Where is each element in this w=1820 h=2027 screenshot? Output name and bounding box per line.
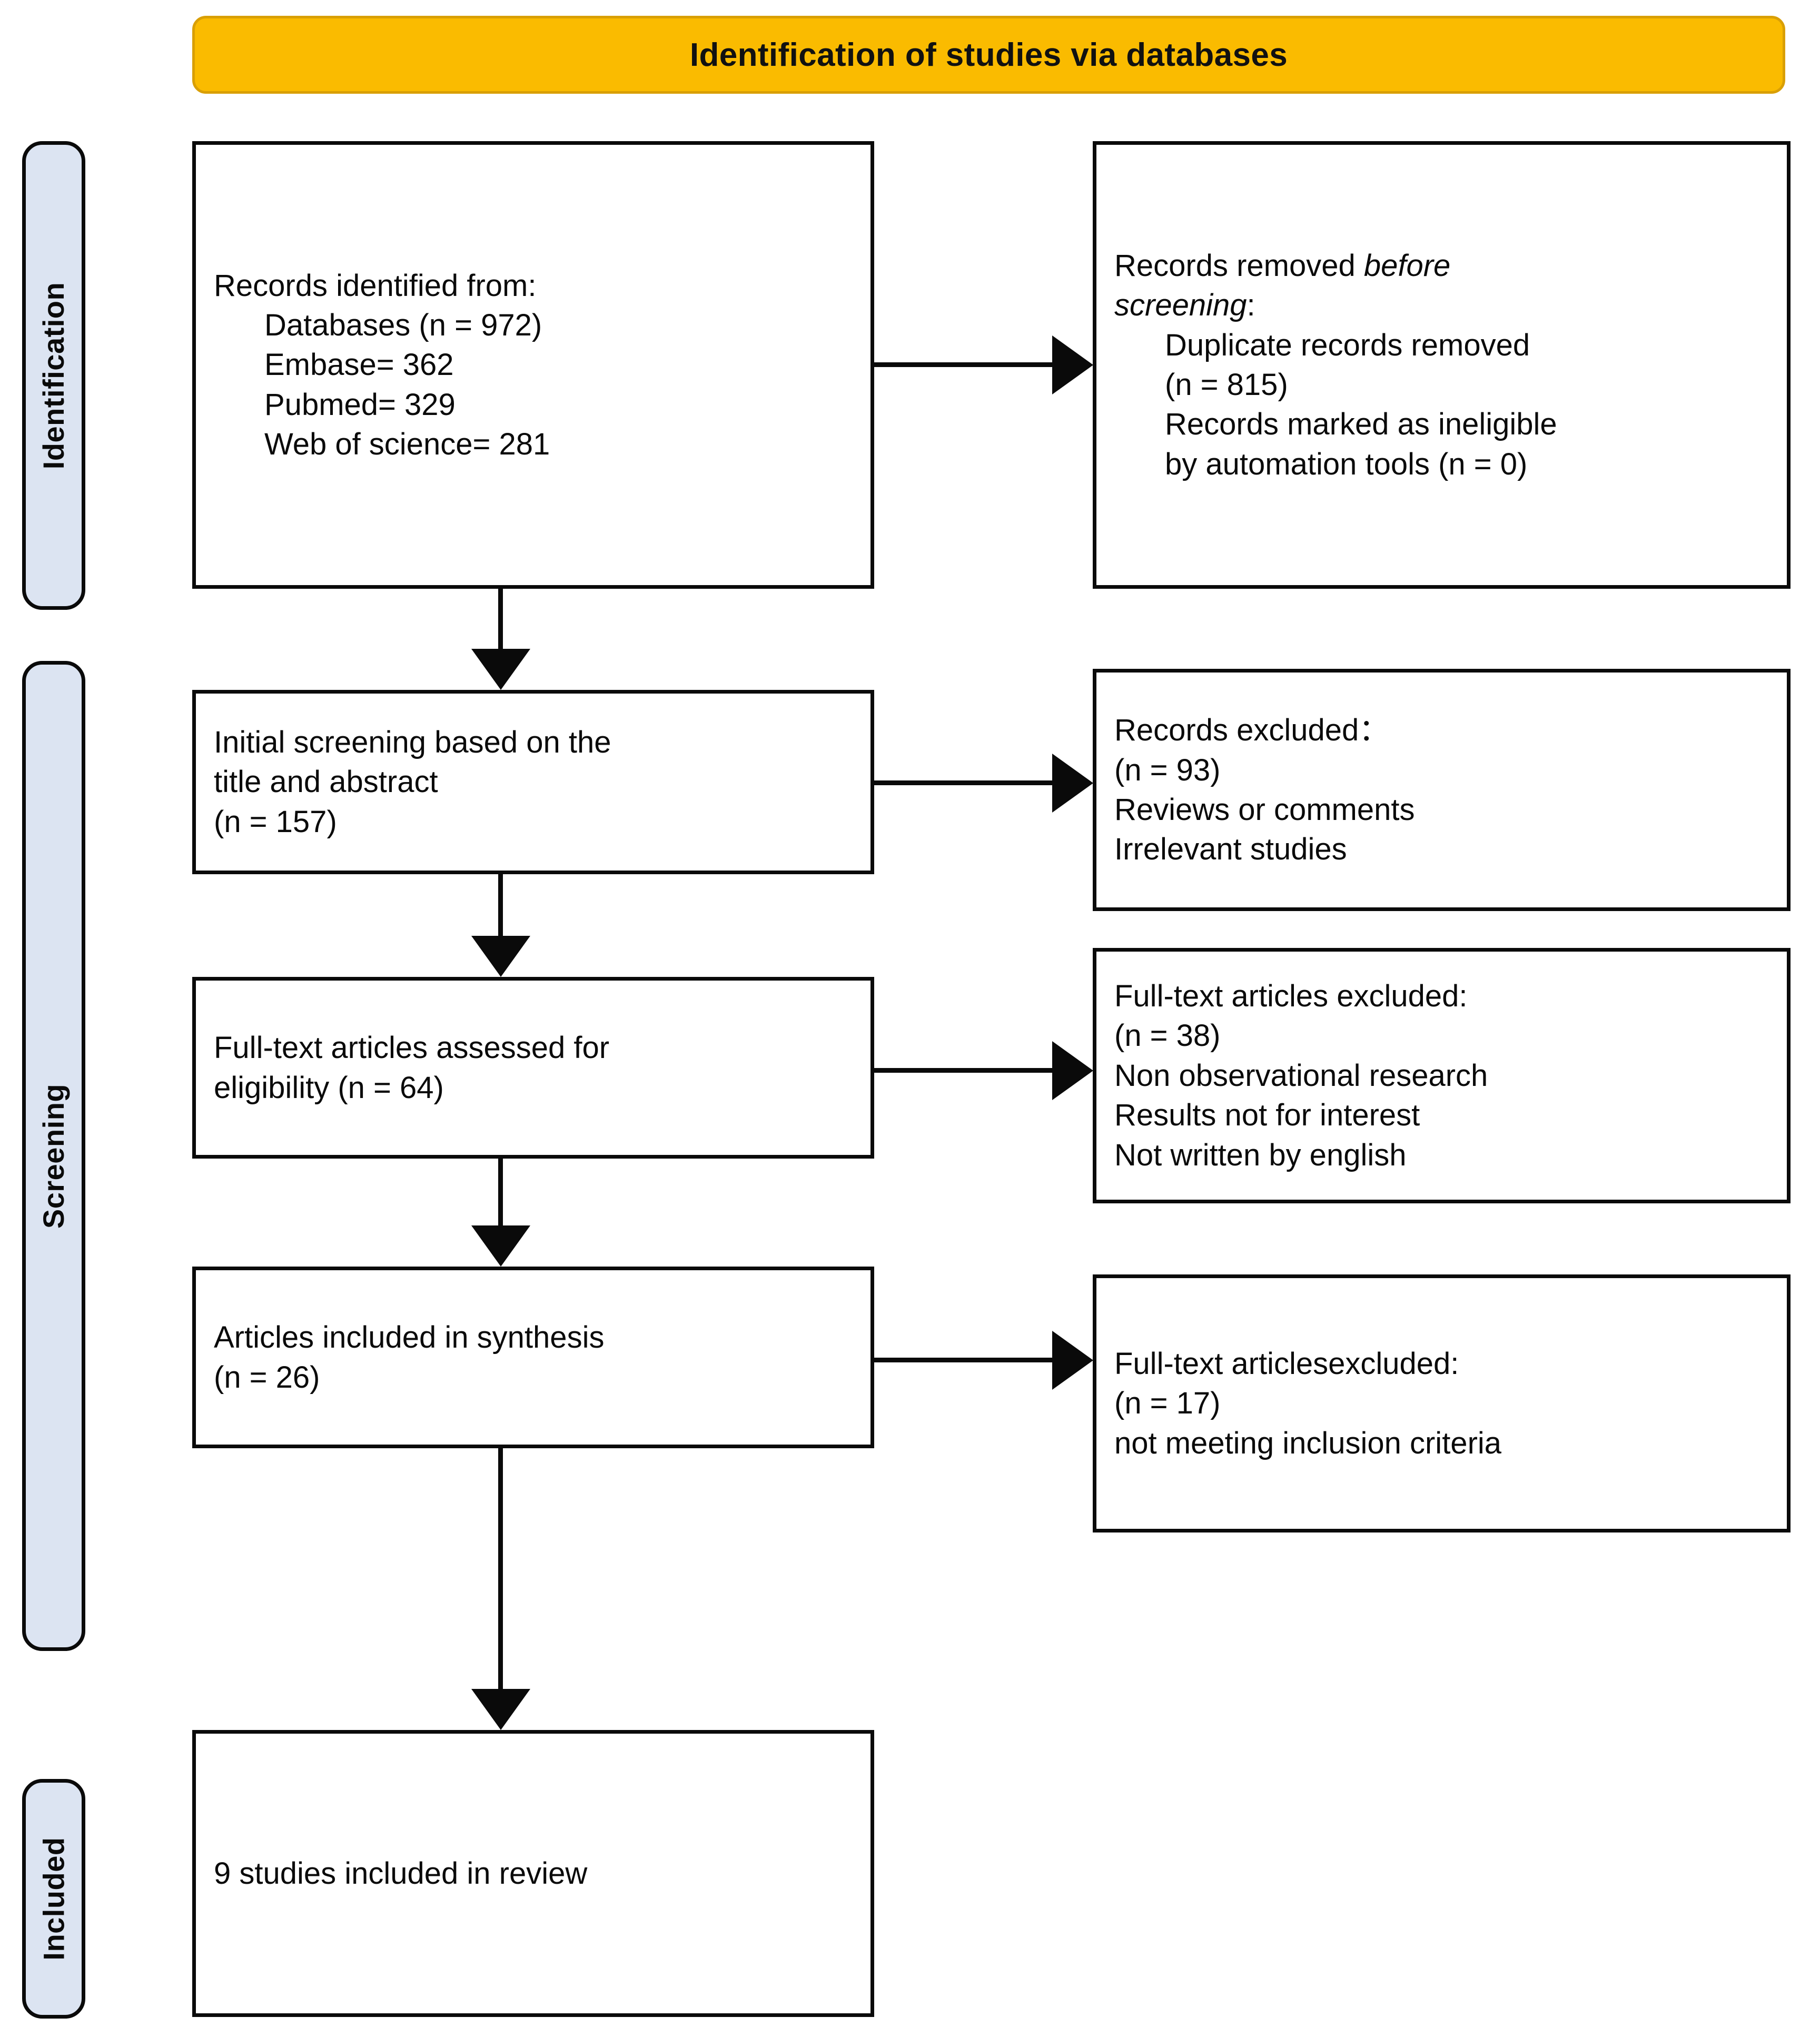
- connector-synthesis-to-review: [498, 1448, 503, 1689]
- line-records-removed-1: Records removed before: [1114, 246, 1769, 285]
- line-irrelevant-studies: Irrelevant studies: [1114, 832, 1347, 867]
- line-records-excluded-count: (n = 93): [1114, 753, 1221, 787]
- connector-synthesis-to-excluded-17: [874, 1358, 1053, 1362]
- arrowhead-right-icon-3: [1052, 1041, 1093, 1100]
- connector-identified-to-removed: [874, 362, 1053, 367]
- box-records-excluded: Records excluded： (n = 93) Reviews or co…: [1093, 669, 1791, 911]
- records-removed-colon: :: [1247, 288, 1255, 323]
- box-included-in-synthesis-text: Articles included in synthesis (n = 26): [196, 1318, 871, 1397]
- line-initial-screening-2: title and abstract: [214, 765, 438, 799]
- box-initial-screening: Initial screening based on the title and…: [192, 690, 874, 874]
- line-duplicate-records-removed: Duplicate records removed: [1165, 328, 1530, 362]
- line-initial-screening-count: (n = 157): [214, 804, 337, 839]
- connector-screening-to-excluded: [874, 780, 1053, 785]
- line-records-removed-2: screening:: [1114, 285, 1769, 325]
- box-included-in-synthesis: Articles included in synthesis (n = 26): [192, 1267, 874, 1448]
- stage-label-screening: Screening: [37, 1083, 71, 1229]
- box-fulltext-assessed: Full-text articles assessed for eligibil…: [192, 977, 874, 1159]
- line-not-written-by-english: Not written by english: [1114, 1138, 1407, 1172]
- connector-identified-to-screening: [498, 589, 503, 652]
- diagram-header-banner: Identification of studies via databases: [192, 16, 1785, 94]
- stage-pill-identification: Identification: [22, 141, 85, 610]
- line-databases-total: Databases (n = 972): [264, 308, 542, 342]
- line-records-identified-from: Records identified from:: [214, 268, 537, 303]
- records-removed-prefix: Records removed: [1114, 248, 1364, 283]
- line-ineligible-automation-1: Records marked as ineligible: [1165, 407, 1557, 442]
- line-ineligible-automation-2: by automation tools (n = 0): [1165, 447, 1528, 481]
- arrowhead-down-icon-2: [471, 936, 530, 977]
- line-studies-in-review: 9 studies included in review: [214, 1856, 588, 1891]
- box-fulltext-excluded-1-text: Full-text articles excluded: (n = 38) No…: [1096, 976, 1787, 1175]
- line-initial-screening-1: Initial screening based on the: [214, 725, 611, 759]
- box-records-removed-before-screening: Records removed before screening: Duplic…: [1093, 141, 1791, 589]
- arrowhead-right-icon-1: [1052, 335, 1093, 394]
- line-fulltext-excluded-2-count: (n = 17): [1114, 1386, 1221, 1421]
- box-records-removed-text: Records removed before screening: Duplic…: [1096, 246, 1787, 484]
- line-fulltext-assessed-2: eligibility (n = 64): [214, 1070, 444, 1105]
- line-embase: Embase= 362: [264, 348, 454, 382]
- box-records-identified-text: Records identified from: Databases (n = …: [196, 266, 871, 464]
- line-fulltext-excluded-1-header: Full-text articles excluded:: [1114, 979, 1468, 1014]
- arrowhead-down-icon-1: [471, 649, 530, 690]
- box-fulltext-excluded-2-text: Full-text articlesexcluded: (n = 17) not…: [1096, 1344, 1787, 1463]
- line-included-synthesis-count: (n = 26): [214, 1360, 320, 1395]
- arrowhead-down-icon-3: [471, 1225, 530, 1267]
- box-studies-included-in-review-text: 9 studies included in review: [196, 1854, 871, 1893]
- stage-label-identification: Identification: [37, 282, 71, 469]
- stage-pill-screening: Screening: [22, 661, 85, 1651]
- box-fulltext-articles-excluded-17: Full-text articlesexcluded: (n = 17) not…: [1093, 1274, 1791, 1532]
- connector-fulltext-to-excluded-38: [874, 1068, 1053, 1073]
- line-results-not-for-interest: Results not for interest: [1114, 1098, 1420, 1133]
- box-fulltext-assessed-text: Full-text articles assessed for eligibil…: [196, 1028, 871, 1108]
- connector-fulltext-to-synthesis: [498, 1159, 503, 1226]
- stage-pill-included: Included: [22, 1779, 85, 2019]
- line-records-excluded-header: Records excluded：: [1114, 713, 1390, 748]
- records-removed-italic-screening: screening: [1114, 288, 1247, 323]
- line-fulltext-excluded-2-header: Full-text articlesexcluded:: [1114, 1346, 1459, 1381]
- line-pubmed: Pubmed= 329: [264, 387, 456, 422]
- box-initial-screening-text: Initial screening based on the title and…: [196, 723, 871, 842]
- line-fulltext-excluded-1-count: (n = 38): [1114, 1019, 1221, 1053]
- line-reviews-or-comments: Reviews or comments: [1114, 793, 1415, 827]
- line-duplicate-count: (n = 815): [1165, 368, 1288, 402]
- box-studies-included-in-review: 9 studies included in review: [192, 1730, 874, 2017]
- box-records-identified: Records identified from: Databases (n = …: [192, 141, 874, 589]
- arrowhead-down-icon-4: [471, 1689, 530, 1730]
- line-not-meeting-inclusion-criteria: not meeting inclusion criteria: [1114, 1426, 1502, 1460]
- line-included-synthesis-1: Articles included in synthesis: [214, 1320, 605, 1355]
- records-removed-italic-before: before: [1363, 248, 1451, 283]
- line-web-of-science: Web of science= 281: [264, 427, 550, 462]
- diagram-title: Identification of studies via databases: [689, 36, 1288, 73]
- box-records-excluded-text: Records excluded： (n = 93) Reviews or co…: [1096, 710, 1787, 869]
- arrowhead-right-icon-4: [1052, 1331, 1093, 1390]
- arrowhead-right-icon-2: [1052, 754, 1093, 813]
- line-fulltext-assessed-1: Full-text articles assessed for: [214, 1031, 610, 1065]
- stage-label-included: Included: [37, 1837, 71, 1961]
- connector-screening-to-fulltext: [498, 874, 503, 936]
- box-fulltext-articles-excluded-38: Full-text articles excluded: (n = 38) No…: [1093, 948, 1791, 1203]
- line-non-observational-research: Non observational research: [1114, 1058, 1488, 1093]
